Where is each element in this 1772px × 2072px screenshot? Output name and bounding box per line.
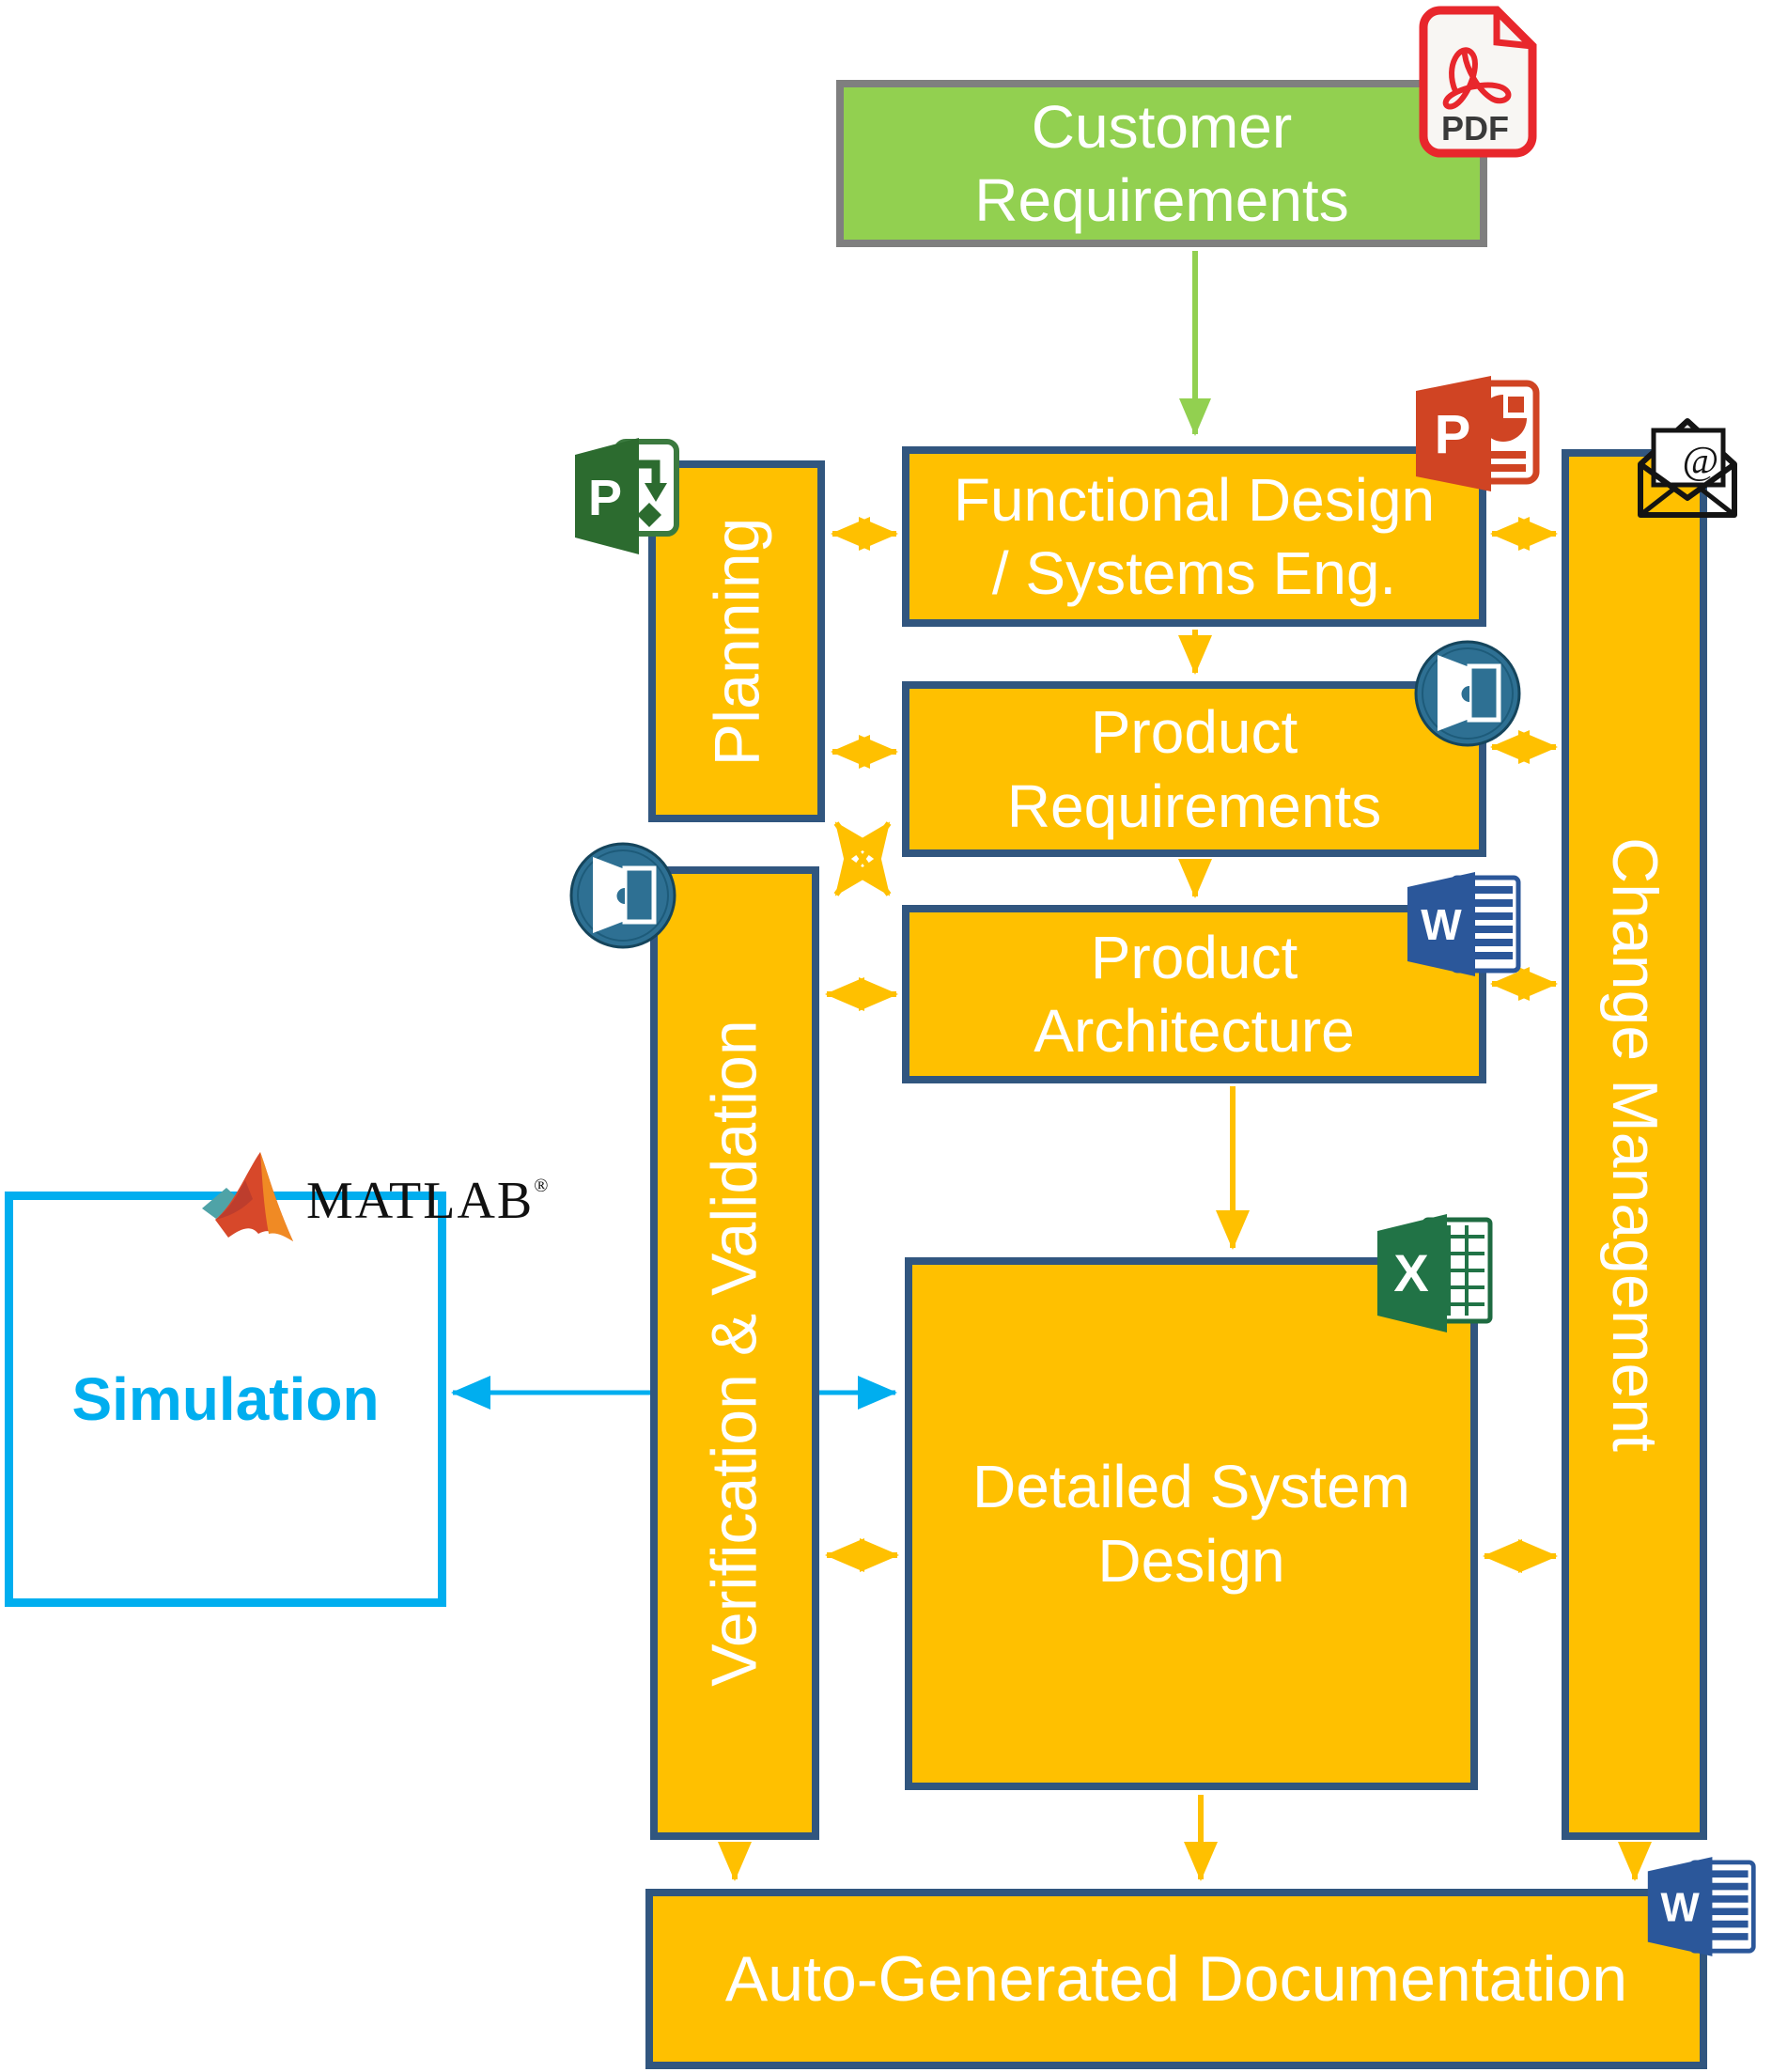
auto-documentation-box: Auto-Generated Documentation	[645, 1889, 1707, 2069]
auto-documentation-label: Auto-Generated Documentation	[724, 1943, 1628, 2015]
email-envelope-icon: @	[1638, 418, 1737, 518]
change-management-label: Change Management	[1598, 836, 1671, 1453]
verification-validation-bar: Verification & Validation	[650, 866, 819, 1840]
verification-validation-label: Verification & Validation	[699, 1020, 771, 1687]
product-architecture-box: Product Architecture	[902, 905, 1486, 1083]
planning-architecture-cross-arrow	[833, 821, 892, 896]
product-requirements-box: Product Requirements	[902, 681, 1486, 857]
powerpoint-icon: P	[1416, 376, 1540, 491]
ms-project-icon: P	[575, 438, 679, 554]
change-management-bar: Change Management	[1562, 449, 1707, 1840]
simulation-label: Simulation	[71, 1365, 380, 1433]
project-letter: P	[588, 470, 622, 526]
detailed-system-design-label: Detailed System Design	[972, 1453, 1410, 1595]
matlab-logo	[202, 1152, 293, 1241]
open-door-icon	[569, 842, 676, 949]
word-icon: W	[1407, 872, 1521, 976]
functional-design-box: Functional Design / Systems Eng.	[902, 446, 1486, 627]
matlab-registered-mark: ®	[534, 1176, 551, 1196]
pdf-file-icon: PDF	[1419, 6, 1537, 158]
word-icon: W	[1647, 1857, 1756, 1956]
matlab-wordmark-text: MATLAB	[306, 1172, 535, 1230]
functional-design-label: Functional Design / Systems Eng.	[953, 465, 1436, 607]
detailed-system-design-box: Detailed System Design	[905, 1257, 1478, 1790]
product-requirements-label: Product Requirements	[1006, 698, 1382, 840]
email-at-sign: @	[1683, 440, 1719, 483]
word-letter: W	[1660, 1885, 1700, 1931]
planning-label: Planning	[701, 517, 773, 766]
simulation-box: Simulation	[5, 1192, 446, 1607]
pdf-label: PDF	[1441, 109, 1509, 148]
open-door-icon	[1414, 640, 1521, 747]
product-architecture-label: Product Architecture	[1034, 923, 1355, 1065]
excel-letter: X	[1393, 1243, 1428, 1302]
matlab-wordmark: MATLAB®	[306, 1171, 550, 1231]
word-letter: W	[1421, 900, 1462, 949]
customer-requirements-label: Customer Requirements	[974, 92, 1349, 234]
excel-icon: X	[1377, 1214, 1493, 1332]
customer-requirements-box: Customer Requirements	[836, 80, 1487, 247]
powerpoint-letter: P	[1435, 404, 1471, 465]
vv-requirements-cross-arrow	[833, 821, 892, 896]
